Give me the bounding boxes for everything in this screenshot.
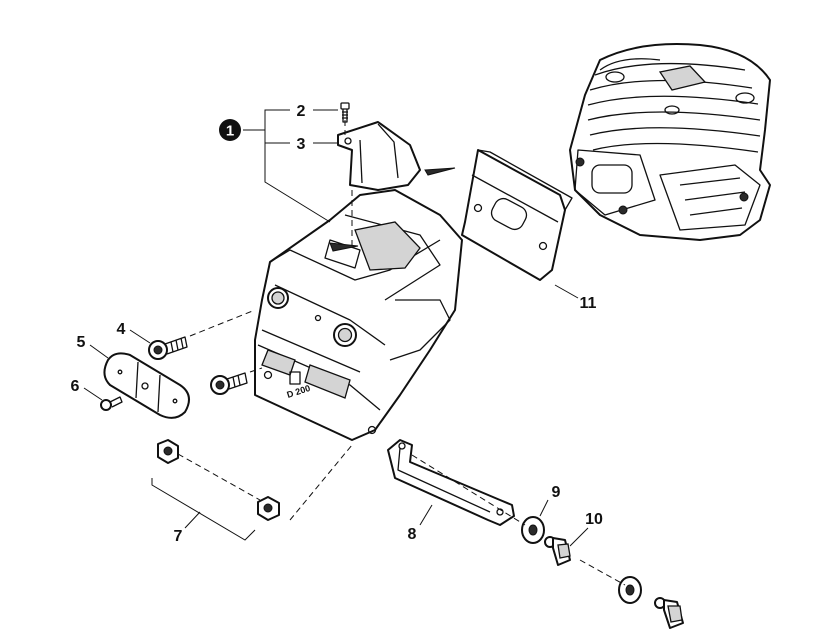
- pin-10-second: [654, 597, 684, 629]
- screw-2: [340, 102, 350, 123]
- nut-7-upper: [157, 439, 179, 464]
- plate-5: [103, 352, 190, 419]
- bolt-4-lower: [210, 372, 248, 395]
- assembly-lines: [177, 120, 626, 586]
- callout-11: 11: [580, 295, 597, 312]
- nut-7-lower: [257, 496, 280, 521]
- muffler-body: D 200: [254, 189, 463, 441]
- callout-8: 8: [408, 526, 417, 543]
- callout-10: 10: [585, 511, 603, 528]
- direction-arrows: [329, 167, 456, 252]
- callout-7: 7: [174, 528, 183, 545]
- gasket-11: [461, 149, 573, 281]
- screw-6: [100, 396, 123, 411]
- pin-10: [544, 536, 571, 566]
- leader-lines: [83, 109, 589, 547]
- cylinder-assembly: [569, 43, 771, 241]
- callout-3: 3: [297, 136, 306, 153]
- washer-9: [521, 516, 545, 544]
- callout-badge-text: 1: [226, 123, 234, 140]
- callout-4: 4: [117, 321, 126, 338]
- bolt-4-upper: [148, 336, 188, 360]
- callout-2: 2: [297, 103, 306, 120]
- callout-5: 5: [77, 334, 86, 351]
- washer-9-second: [618, 576, 642, 604]
- callout-badge-1: 1: [219, 119, 241, 141]
- callout-9: 9: [552, 484, 561, 501]
- bracket-8: [387, 439, 515, 526]
- callout-6: 6: [71, 378, 80, 395]
- heat-shield-3: [337, 121, 421, 191]
